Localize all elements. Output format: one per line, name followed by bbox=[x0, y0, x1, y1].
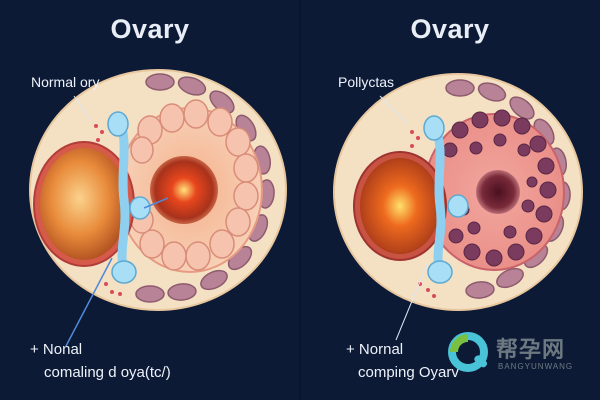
outer-follicle-ring bbox=[135, 73, 275, 303]
pointer-bottom bbox=[65, 257, 113, 347]
red-dots bbox=[410, 130, 436, 298]
panel-title: Ovary bbox=[410, 14, 490, 44]
dominant-follicle bbox=[150, 156, 218, 224]
label-bottom-1: + Nornal bbox=[346, 341, 404, 358]
label-bottom-2: comping Oyarv bbox=[358, 364, 459, 381]
panel-title: Ovary bbox=[110, 14, 190, 44]
normal-ovary-illustration bbox=[29, 69, 287, 347]
duct bbox=[113, 113, 130, 277]
label-top: Normal ory bbox=[31, 74, 100, 90]
watermark-text-en: BANGYUNWANG bbox=[498, 362, 574, 371]
normal-ovary-panel: Ovary Normal ory + Nonal comaling d oya(… bbox=[29, 14, 287, 381]
red-dots bbox=[94, 124, 122, 296]
label-bottom-1: + Nonal bbox=[30, 341, 83, 358]
polycystic-ovary-illustration bbox=[333, 73, 583, 341]
watermark-logo-icon bbox=[448, 332, 488, 372]
panel-divider bbox=[299, 0, 301, 400]
cysts bbox=[442, 109, 557, 267]
pointer-top bbox=[73, 95, 93, 123]
polycystic-ovary-panel: Ovary Pollyctas + Nornal comping Oyarv bbox=[300, 0, 600, 400]
watermark-text-cn: 帮孕网 bbox=[496, 337, 566, 362]
label-top: Pollyctas bbox=[338, 74, 395, 90]
pointer-top bbox=[379, 95, 409, 125]
duct bbox=[429, 121, 446, 277]
watermark: 帮孕网 BANGYUNWANG bbox=[446, 330, 586, 376]
pointer-bottom bbox=[395, 261, 429, 341]
label-bottom-2: comaling d oya(tc/) bbox=[44, 364, 171, 381]
central-cyst bbox=[476, 170, 520, 214]
